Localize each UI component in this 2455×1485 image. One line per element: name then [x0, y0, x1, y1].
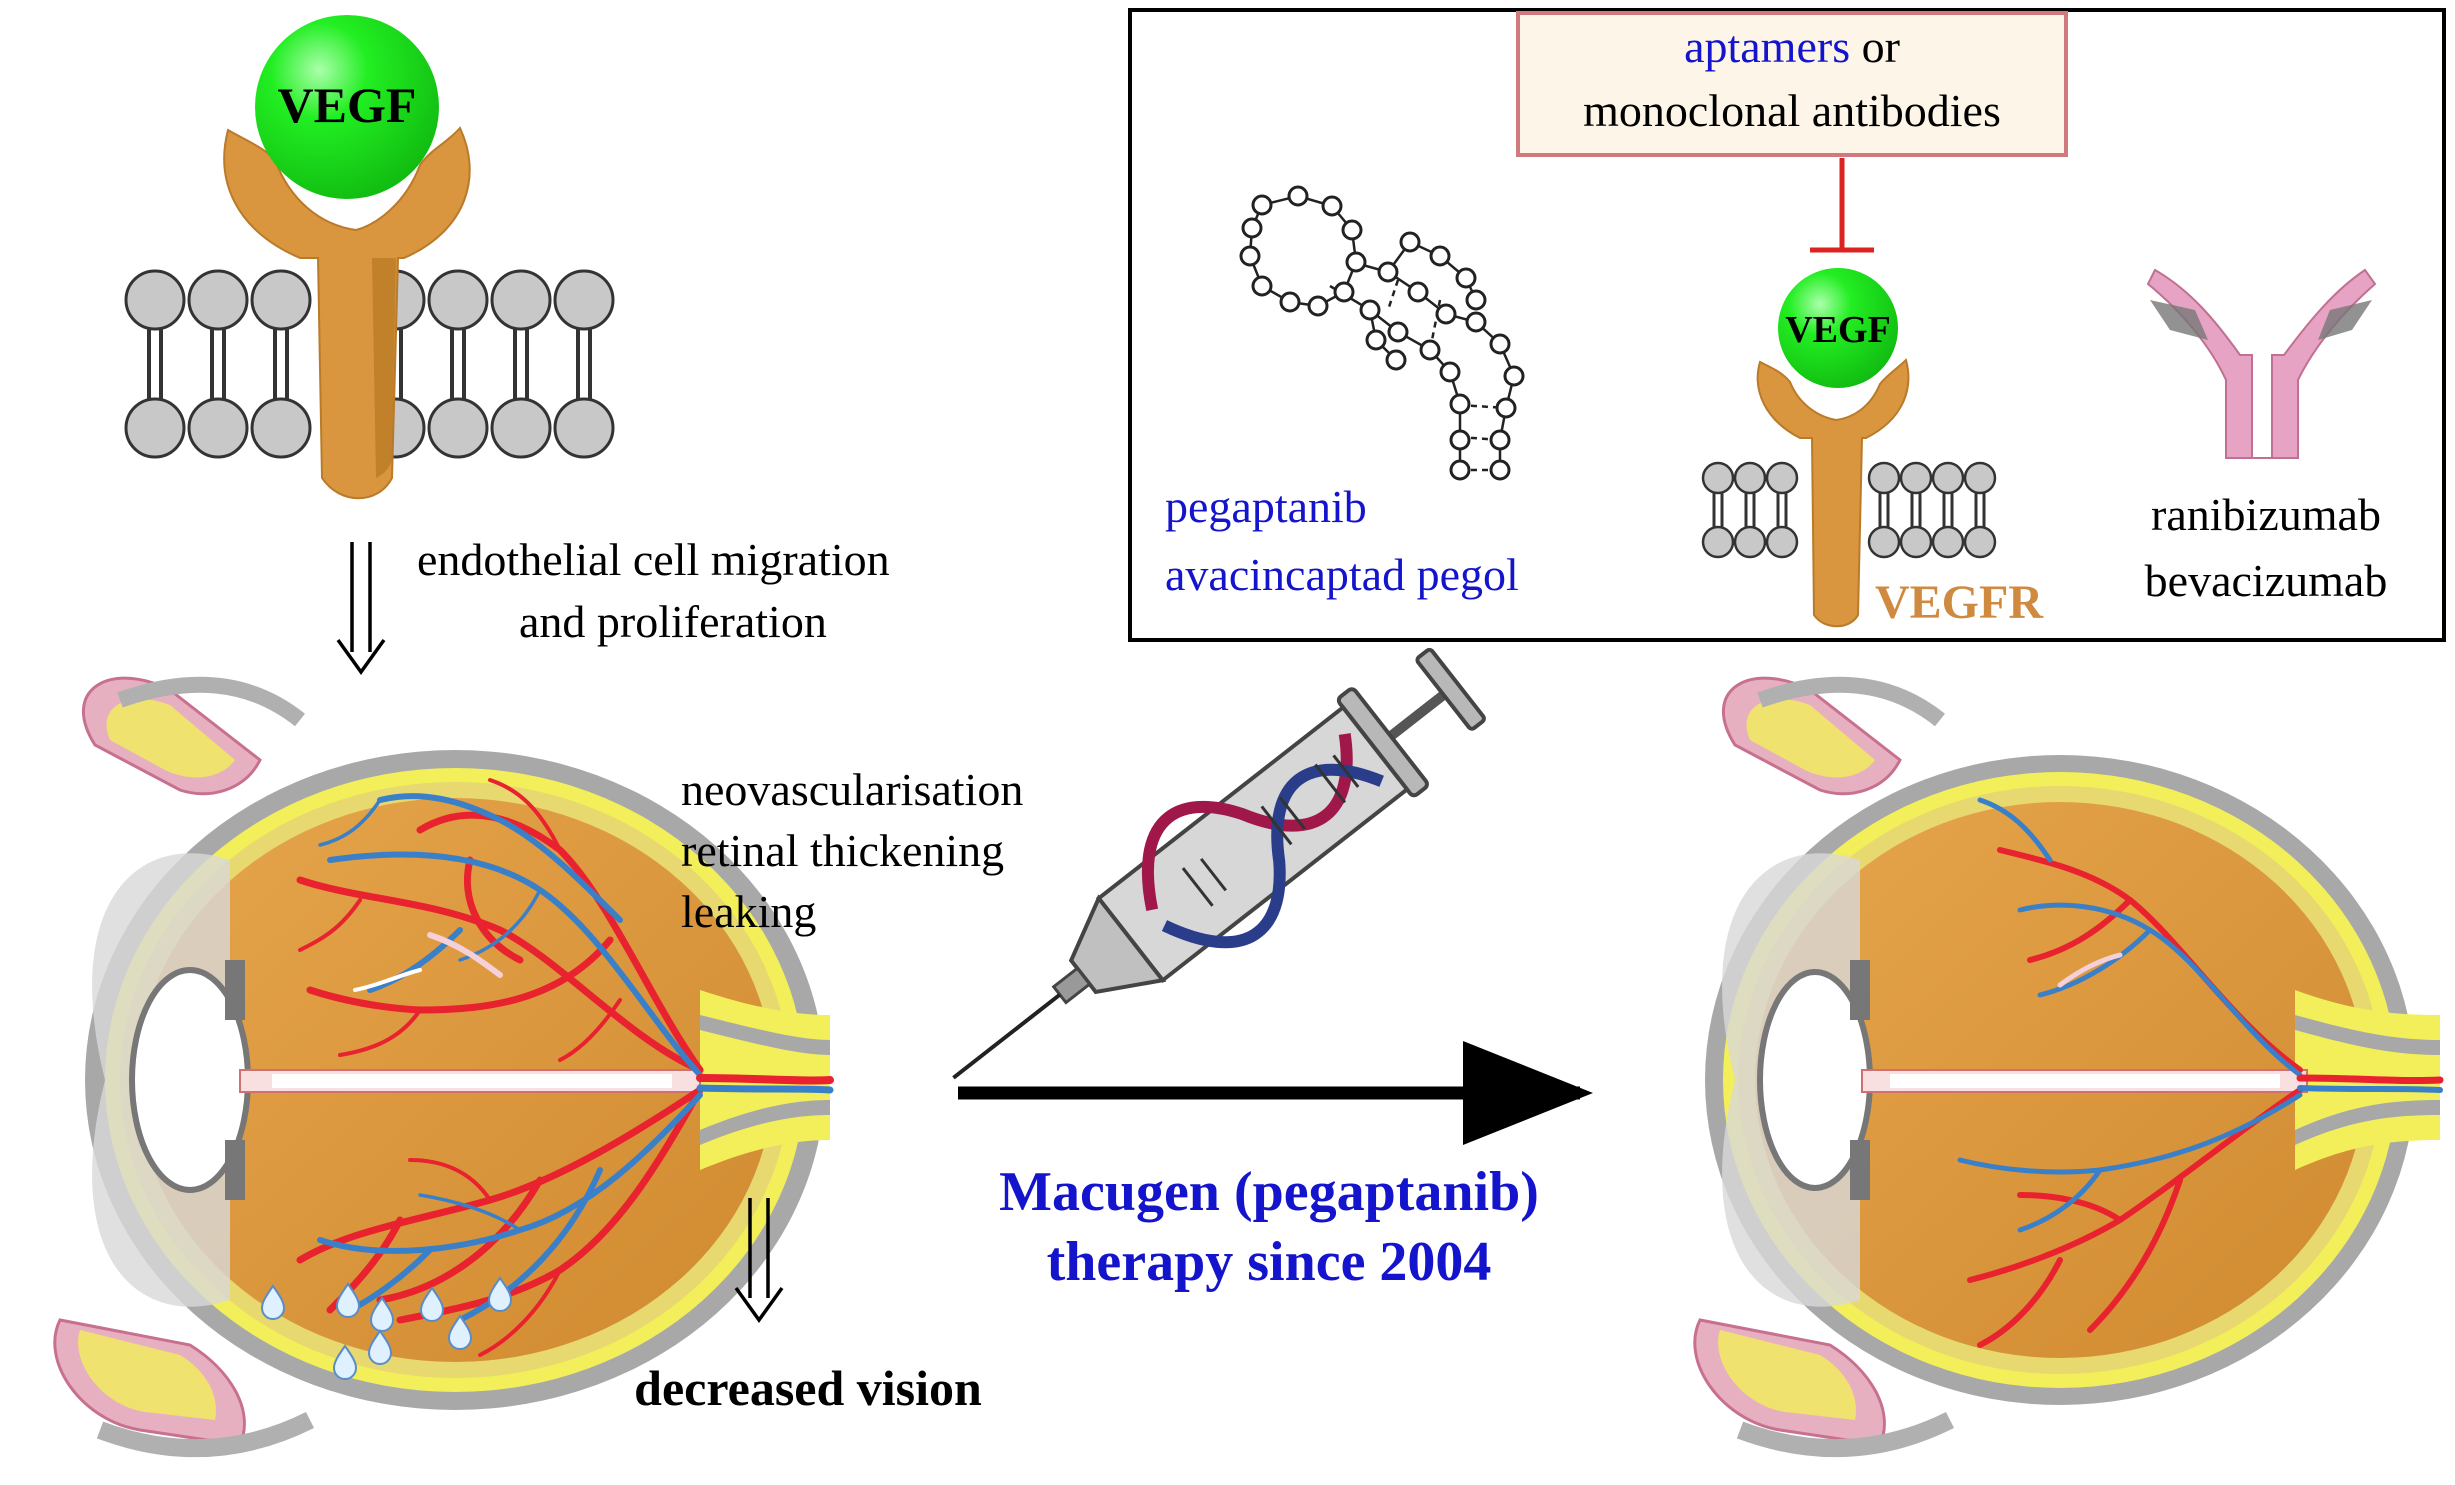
inhibition-symbol — [1810, 158, 1874, 253]
vegf-ligand-inset — [1778, 268, 1898, 388]
symptom-neovascularisation: neovascularisation — [681, 764, 1023, 815]
antibody-icon — [2146, 268, 2377, 459]
step1-line2: and proliferation — [519, 596, 827, 647]
symptom-leaking: leaking — [681, 886, 816, 937]
membrane-receptor-illustration: VEGF — [124, 15, 615, 500]
syringe-icon — [952, 647, 1486, 1080]
aptamer-drug-pegaptanib: pegaptanib — [1165, 481, 1367, 532]
vegf-label-inset: VEGF — [1785, 309, 1891, 351]
vegf-receptor — [223, 126, 471, 500]
aptamer-structure-icon — [1239, 185, 1525, 481]
antibody-drug-bevacizumab: bevacizumab — [2145, 555, 2388, 606]
eye-diseased — [53, 676, 834, 1458]
retinal-vessels-diseased — [296, 778, 834, 1357]
vegf-ligand — [255, 15, 439, 199]
retinal-vessels-treated — [1957, 797, 2444, 1348]
therapy-line1: Macugen (pegaptanib) — [999, 1161, 1539, 1223]
aptamer-drug-avacincaptad: avacincaptad pegol — [1165, 549, 1519, 600]
symptom-retinal-thickening: retinal thickening — [681, 825, 1004, 876]
step1-line1: endothelial cell migration — [417, 534, 890, 585]
down-arrow-migration — [336, 542, 386, 675]
outcome-decreased-vision: decreased vision — [634, 1360, 982, 1416]
vegfr-label: VEGFR — [1875, 576, 2044, 629]
inhibitor-word-aptamers: aptamers — [1684, 21, 1850, 72]
vegf-label: VEGF — [278, 77, 417, 133]
inhibitor-line2: monoclonal antibodies — [1583, 85, 2001, 136]
eye-treated — [1693, 676, 2444, 1458]
therapy-line2: therapy since 2004 — [1047, 1231, 1492, 1293]
down-arrow-vision — [734, 1198, 784, 1323]
inhibitor-label-box — [1516, 11, 2068, 157]
inhibitor-line1: aptamers or — [1684, 21, 1900, 72]
inhibitor-word-or: or — [1862, 21, 1900, 72]
vegfr-small-illustration: VEGF VEGFR — [1701, 268, 2044, 629]
antibody-drug-ranibizumab: ranibizumab — [2151, 489, 2381, 540]
